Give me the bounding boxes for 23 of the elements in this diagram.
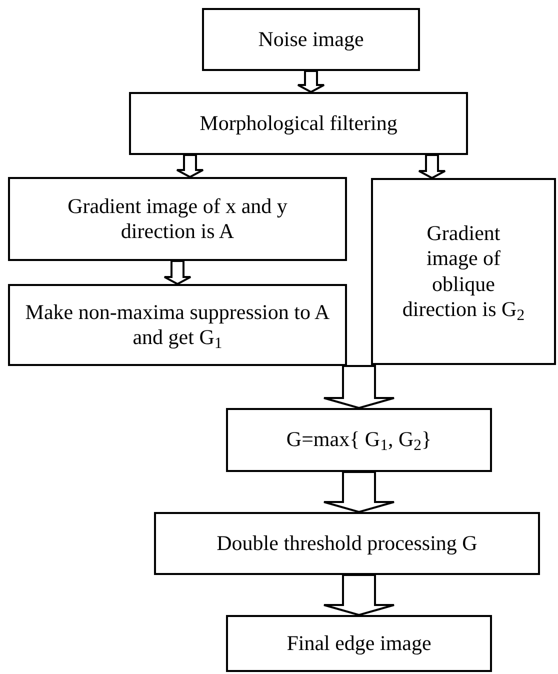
hollow-arrow [164, 260, 192, 286]
hollow-arrow [323, 365, 395, 410]
hollow-arrow [323, 471, 395, 514]
hollow-arrow [297, 70, 325, 94]
process-box [226, 408, 492, 472]
box-label: Gradient image of oblique direction is G$_{2}$ [401, 221, 526, 322]
process-box [371, 178, 556, 365]
box-label: Gradient image of x and y direction is A [66, 194, 288, 244]
box-label: G=max{ G$_{1}$, G$_{2}$} [286, 427, 432, 453]
box-label: Noise image [258, 26, 364, 52]
box-label: Morphological filtering [200, 110, 398, 136]
process-box [226, 615, 492, 672]
hollow-arrow [176, 154, 204, 178]
process-box [8, 284, 347, 366]
box-label: Double threshold processing G [216, 530, 478, 556]
process-box [8, 177, 347, 261]
box-label: Final edge image [286, 630, 432, 656]
box-label: Make non-maxima suppression to A and get G$_{1}$ [24, 300, 331, 350]
hollow-arrow [418, 154, 446, 180]
process-box [129, 92, 468, 155]
hollow-arrow [323, 574, 395, 616]
process-box [202, 8, 420, 71]
process-box [154, 512, 540, 575]
